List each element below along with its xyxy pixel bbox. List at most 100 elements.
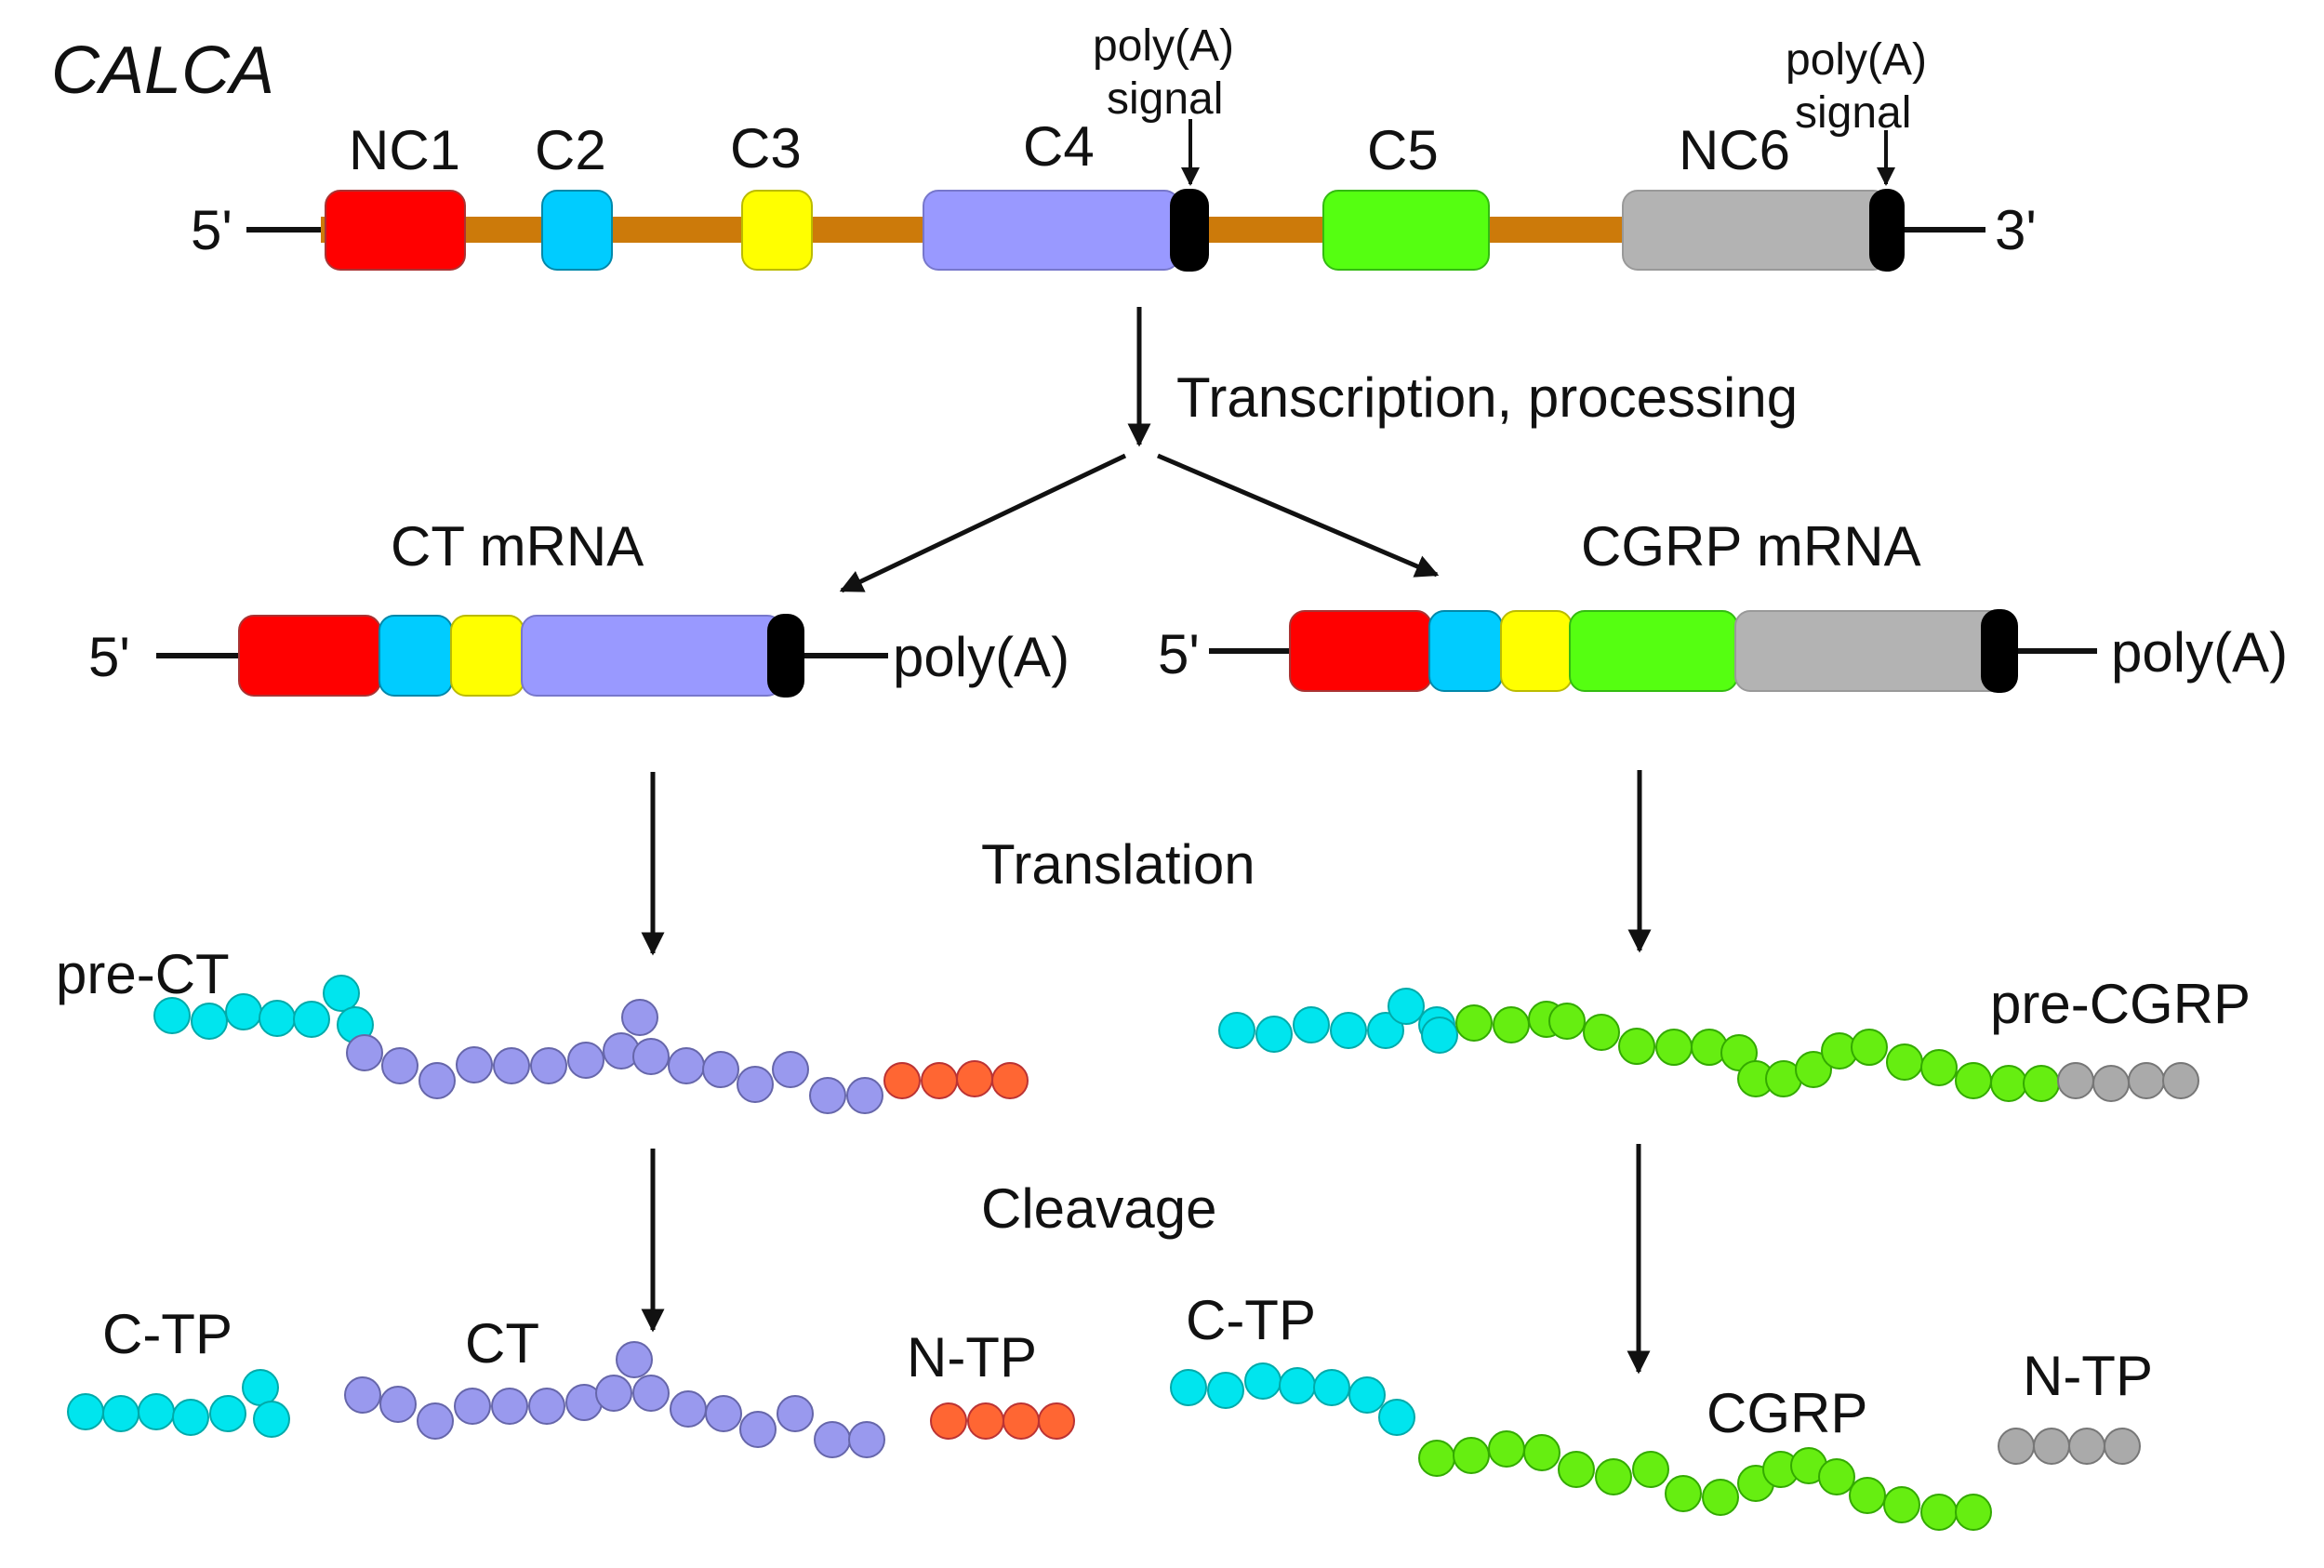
exon-nc6 [1622, 190, 1889, 271]
pre-cgrp-green-bead [1955, 1062, 1992, 1099]
cgrp-side-ctp-bead [1313, 1369, 1350, 1406]
pre-ct-lavender-bead [621, 999, 658, 1036]
cgrp-mrna-polyA-tail: poly(A) [2111, 621, 2288, 684]
ct-bead [670, 1390, 707, 1428]
cgrp-bead [1883, 1486, 1920, 1523]
cgrp-bead [1632, 1451, 1669, 1488]
pre-ct-lavender-bead [772, 1051, 809, 1088]
ct-bead [379, 1386, 417, 1423]
ct-side-ntp-label: N-TP [907, 1326, 1037, 1389]
ct-mrna-exon-c3 [450, 615, 525, 697]
cgrp-bead [1702, 1479, 1739, 1516]
cgrp-side-ctp-bead [1244, 1362, 1282, 1400]
cgrp-mrna-polyA-signal [1981, 609, 2018, 693]
cgrp-side-ctp-bead [1279, 1367, 1316, 1404]
pre-cgrp-cyan-bead [1388, 988, 1425, 1025]
pre-ct-lavender-bead [530, 1047, 567, 1084]
cgrp-side-ctp-label: C-TP [1186, 1289, 1316, 1351]
pre-cgrp-cyan-bead [1330, 1012, 1367, 1049]
cgrp-bead [1453, 1437, 1490, 1474]
cgrp-mrna-5prime: 5' [1158, 623, 1200, 685]
ct-side-ntp-bead [1003, 1402, 1040, 1440]
cgrp-mrna-exon-nc1 [1289, 610, 1432, 692]
pre-cgrp-green-bead [1886, 1043, 1923, 1081]
gene-name: CALCA [51, 33, 274, 108]
branch-arrow-cgrp [1157, 453, 1440, 578]
ct-bead [739, 1411, 777, 1448]
cgrp-side-ntp-label: N-TP [2023, 1345, 2153, 1407]
exon-c2 [541, 190, 613, 271]
ct-side-ctp-bead [253, 1401, 290, 1438]
pre-ct-chain [153, 975, 1029, 1114]
pre-cgrp-cyan-bead [1367, 1012, 1404, 1049]
pre-ct-lavender-bead [737, 1066, 774, 1103]
cgrp-side-ctp-chain [1170, 1362, 1415, 1436]
gene-5prime-label: 5' [191, 199, 232, 261]
pre-cgrp-cyan-bead [1255, 1016, 1293, 1053]
translation-label: Translation [981, 833, 1255, 896]
exon-label-c4: C4 [1023, 115, 1095, 178]
pre-cgrp-gray-bead [2057, 1062, 2094, 1099]
cgrp-mrna-exon-c5 [1569, 610, 1738, 692]
ct-bead [848, 1421, 885, 1458]
ct-side-ctp-bead [209, 1395, 246, 1432]
cgrp-mrna-exon-c3 [1500, 610, 1573, 692]
pre-cgrp-gray-bead [2092, 1065, 2130, 1102]
ct-mrna-exon-c4 [521, 615, 783, 697]
pre-cgrp-green-bead [1548, 1003, 1586, 1040]
cgrp-side-ntp-chain [1998, 1428, 2141, 1465]
exon-c3 [741, 190, 813, 271]
ct-bead [705, 1395, 742, 1432]
ct-bead [528, 1388, 565, 1425]
ct-bead [814, 1421, 851, 1458]
cgrp-side-ntp-bead [1998, 1428, 2035, 1465]
pre-cgrp-green-bead [1990, 1065, 2027, 1102]
pre-cgrp-green-bead [1618, 1028, 1655, 1065]
ct-side-ctp-bead [242, 1369, 279, 1406]
pre-cgrp-gray-bead [2162, 1062, 2199, 1099]
ct-bead [491, 1388, 528, 1425]
pre-ct-lavender-bead [567, 1042, 604, 1079]
ct-side-ctp-bead [172, 1399, 209, 1436]
pre-ct-lavender-bead [632, 1038, 670, 1075]
pre-cgrp-green-bead [1920, 1049, 1958, 1086]
ct-bead [632, 1375, 670, 1412]
branch-arrow-ct [839, 453, 1127, 593]
cgrp-bead [1418, 1440, 1455, 1477]
ct-side-ctp-bead [138, 1393, 175, 1430]
ct-side-ntp-bead [967, 1402, 1004, 1440]
pre-cgrp-green-bead [1795, 1051, 1832, 1088]
polyA-signal-c4 [1170, 189, 1209, 272]
pre-cgrp-label: pre-CGRP [1990, 973, 2251, 1035]
cgrp-bead [1955, 1494, 1992, 1531]
cgrp-bead [1488, 1430, 1525, 1468]
pre-ct-cyan-bead [191, 1003, 228, 1040]
ct-side-ctp-bead [102, 1395, 139, 1432]
exon-label-nc1: NC1 [349, 119, 460, 181]
cgrp-bead [1523, 1434, 1560, 1471]
ct-bead [595, 1375, 632, 1412]
cgrp-bead [1665, 1475, 1702, 1512]
exon-label-c3: C3 [730, 117, 802, 179]
pre-ct-lavender-bead [702, 1051, 739, 1088]
pre-cgrp-gray-bead [2128, 1062, 2165, 1099]
cgrp-side-ctp-bead [1378, 1399, 1415, 1436]
pre-cgrp-green-bead [1720, 1034, 1758, 1071]
ct-bead [344, 1376, 381, 1414]
pre-ct-orange-bead [883, 1062, 921, 1099]
cgrp-bead [1558, 1451, 1595, 1488]
exon-label-c5: C5 [1367, 119, 1439, 181]
ct-side-ntp-chain [930, 1402, 1075, 1440]
pre-ct-orange-bead [921, 1062, 958, 1099]
pre-cgrp-green-bead [2023, 1065, 2060, 1102]
pre-cgrp-cyan-bead [1293, 1006, 1330, 1043]
exon-label-nc6: NC6 [1679, 119, 1790, 181]
ct-side-ctp-label: C-TP [102, 1303, 232, 1365]
pre-cgrp-green-bead [1583, 1014, 1620, 1051]
ct-mrna-5prime: 5' [88, 626, 130, 688]
pre-ct-lavender-bead [668, 1047, 705, 1084]
exon-c4 [923, 190, 1180, 271]
exon-nc1 [325, 190, 466, 271]
pre-ct-cyan-bead [323, 975, 360, 1012]
